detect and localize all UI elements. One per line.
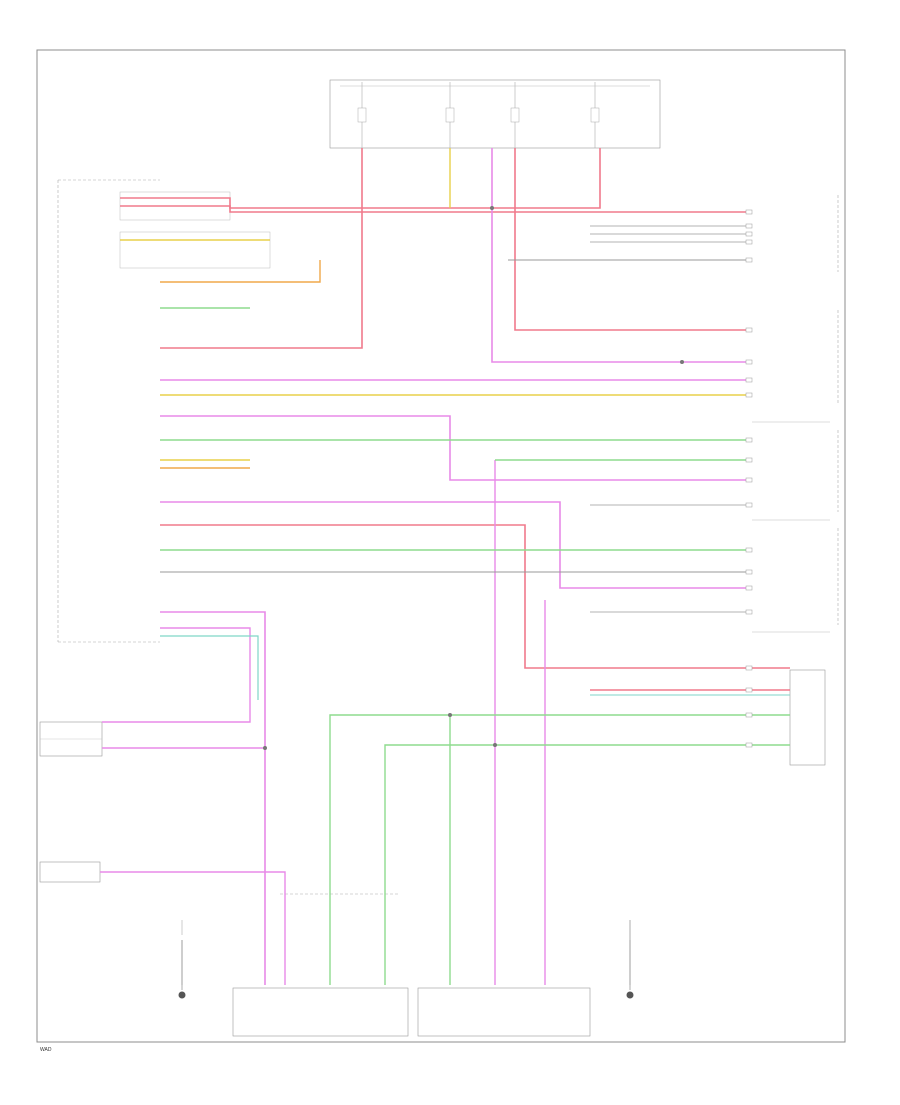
splice-icon bbox=[263, 746, 267, 750]
wire-red-lower bbox=[160, 524, 790, 669]
fuse-3 bbox=[510, 82, 520, 148]
wire-gray-3 bbox=[590, 225, 750, 243]
connector-pin bbox=[745, 327, 753, 333]
fuse-4 bbox=[590, 82, 600, 148]
connector-pin bbox=[745, 392, 753, 398]
wire-red-feed bbox=[160, 148, 363, 349]
connector-pin bbox=[745, 457, 753, 463]
wires bbox=[100, 148, 790, 985]
wire-red-mid bbox=[514, 148, 750, 331]
splices bbox=[263, 206, 684, 750]
connector-pin bbox=[745, 502, 753, 508]
connector-pin bbox=[745, 437, 753, 443]
connector-pin bbox=[745, 585, 753, 591]
connector-pin bbox=[745, 742, 753, 748]
diagram-frame bbox=[36, 49, 846, 1043]
wire-gray-5 bbox=[181, 940, 631, 985]
wire-red-top bbox=[120, 148, 601, 209]
footer-code: WAD bbox=[40, 1047, 52, 1053]
bottom-connector-left bbox=[232, 987, 409, 1037]
wire-magenta-4 bbox=[160, 501, 750, 589]
wire-magenta-8 bbox=[100, 871, 286, 985]
connector-pin bbox=[745, 569, 753, 575]
fuse-1 bbox=[357, 82, 367, 148]
wire-green-5 bbox=[329, 714, 790, 985]
left-lower-module-2 bbox=[39, 861, 101, 883]
connector-pin bbox=[745, 547, 753, 553]
connector-pin bbox=[745, 231, 753, 237]
wire-green-6 bbox=[384, 744, 790, 985]
connector-pin bbox=[745, 712, 753, 718]
connector-pin bbox=[745, 477, 753, 483]
right-lower-module bbox=[789, 669, 826, 766]
ground-icon bbox=[626, 920, 634, 999]
connector-pin bbox=[745, 223, 753, 229]
splice-icon bbox=[493, 743, 497, 747]
connector-pin bbox=[745, 359, 753, 365]
connector-icon bbox=[745, 209, 753, 748]
left-module bbox=[57, 179, 271, 643]
wire-magenta-3 bbox=[160, 415, 750, 481]
wire-gray-4 bbox=[590, 504, 750, 613]
fuse-block bbox=[329, 79, 661, 149]
connector-pin bbox=[745, 239, 753, 245]
right-connectors bbox=[752, 195, 839, 766]
connector-pin bbox=[745, 665, 753, 671]
ground-icon bbox=[178, 920, 186, 999]
splice-icon bbox=[490, 206, 494, 210]
left-switch-box-2 bbox=[119, 231, 271, 269]
connector-pin bbox=[745, 209, 753, 215]
wire-orange-1 bbox=[160, 260, 321, 283]
connector-pin bbox=[745, 609, 753, 615]
wire-red-top-2 bbox=[120, 205, 750, 213]
fuse-2 bbox=[445, 82, 455, 148]
wire-magenta-5 bbox=[160, 611, 266, 985]
wire-teal-1 bbox=[160, 635, 259, 700]
connector-pin bbox=[745, 257, 753, 263]
splice-icon bbox=[680, 360, 684, 364]
splice-icon bbox=[448, 713, 452, 717]
connector-pin bbox=[745, 687, 753, 693]
bottom-connector-right bbox=[417, 987, 591, 1037]
wire-magenta-6 bbox=[102, 627, 251, 723]
connector-pin bbox=[745, 377, 753, 383]
wire-magenta-1 bbox=[491, 148, 750, 363]
fuse-block-box bbox=[329, 79, 661, 149]
